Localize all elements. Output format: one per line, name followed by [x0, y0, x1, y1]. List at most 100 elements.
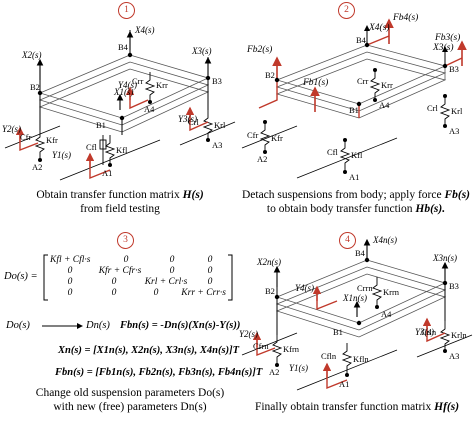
p4-x4-label: X4n(s) — [372, 235, 397, 245]
eq-f: Fbn(s) = [Fb1n(s), Fb2n(s), Fb3n(s), Fb4… — [55, 367, 263, 378]
p4-y4-label: Y4(s) — [295, 283, 314, 293]
p4-krl-label: Krln — [451, 330, 467, 340]
p2-caption-text: Detach suspensions from body; apply forc… — [241, 189, 445, 201]
m32: 0 — [111, 277, 117, 287]
matrix-row-1: Kfl + Cfl·s 0 0 0 — [50, 255, 226, 266]
step-4-badge: 4 — [339, 232, 356, 249]
panel-4-diagram: X4n(s) X3n(s) X2n(s) X1n(s) Y1(s) Y2(s) … — [239, 235, 473, 391]
p2-f3-label: Fb3(s) — [434, 32, 460, 43]
m42: 0 — [111, 288, 117, 298]
p2-krr-label: Krr — [381, 80, 393, 90]
p4-a1-label: A1 — [339, 379, 349, 389]
m33: Krl + Crl·s — [144, 277, 188, 287]
p2-b1-label: B1 — [349, 105, 359, 115]
p1-crl-label: Crl — [188, 117, 200, 127]
p1-krl-label: Krl — [214, 120, 226, 130]
p3-caption-line2: with new (free) parameters Dn(s) — [53, 401, 207, 413]
p1-cfl-label: Cfl — [86, 142, 98, 152]
p2-caption-math2: Hb(s). — [415, 203, 446, 215]
p2-f1-label: Fb1(s) — [302, 77, 328, 88]
p4-x3-label: X3n(s) — [432, 253, 457, 263]
p1-caption-math: H(s) — [182, 189, 204, 201]
p2-cfl-label: Cfl — [327, 147, 339, 157]
p2-x3-label: X3(s) — [432, 42, 454, 53]
p2-a3-label: A3 — [449, 126, 459, 136]
panel-1-caption: Obtain transfer function matrix H(s) fro… — [20, 188, 220, 216]
p4-krr-label: Krrn — [383, 287, 400, 297]
p2-caption-line2: to obtain body transfer function — [266, 203, 416, 215]
p2-kfl-label: Kfl — [351, 150, 363, 160]
matrix-row-4: 0 0 0 Krr + Crr·s — [50, 288, 226, 299]
p2-f4-label: Fb4(s) — [392, 12, 418, 23]
step-3-badge: 3 — [117, 232, 134, 249]
panel-2-diagram: Fb2(s) Fb4(s) Fb3(s) Fb1(s) X4(s) X3(s) … — [241, 12, 467, 182]
p4-crr-label: Crrn — [357, 283, 373, 293]
m41: 0 — [67, 288, 73, 298]
p2-crr-label: Crr — [357, 76, 369, 86]
p2-f2-label: Fb2(s) — [246, 44, 272, 55]
m24: 0 — [207, 266, 213, 276]
m23: 0 — [169, 266, 175, 276]
p1-a3-label: A3 — [212, 140, 222, 150]
matrix-lhs: Do(s) = — [4, 271, 38, 282]
p4-b4-label: B4 — [355, 248, 366, 258]
p2-crl-label: Crl — [427, 103, 439, 113]
p2-a1-label: A1 — [349, 172, 359, 182]
p1-x2-label: X2(s) — [21, 50, 42, 60]
p1-crr-label: Crr — [132, 76, 144, 86]
m22: Kfr + Cfr·s — [98, 266, 142, 276]
p4-a4-label: A4 — [381, 309, 392, 319]
p1-x1-label: X1(s) — [113, 87, 134, 97]
p2-b4-label: B4 — [356, 35, 367, 45]
panel-1-diagram: X4(s) X3(s) X2(s) X1(s) Y1(s) Y2(s) Y3(s… — [2, 25, 236, 181]
panel-2-caption: Detach suspensions from body; apply forc… — [240, 188, 472, 216]
p4-cfl-label: Cfln — [321, 351, 337, 361]
p1-y2-label: Y2(s) — [2, 124, 21, 134]
m21: 0 — [67, 266, 73, 276]
p4-x2-label: X2n(s) — [256, 257, 281, 267]
p4-y3-label: Y3(s) — [415, 327, 434, 337]
p1-a1-label: A1 — [102, 168, 112, 178]
p2-b3-label: B3 — [449, 64, 459, 74]
p3-caption-line1: Change old suspension parameters Do(s) — [35, 387, 225, 399]
step-2-badge: 2 — [338, 2, 355, 19]
p2-a4-label: A4 — [379, 100, 390, 110]
m43: 0 — [153, 288, 159, 298]
p4-kfl-label: Kfln — [353, 354, 369, 364]
p4-b1-label: B1 — [333, 327, 343, 337]
p4-y1-label: Y1(s) — [289, 363, 308, 373]
p2-a2-label: A2 — [257, 154, 267, 164]
p4-kfr-label: Kfrn — [283, 344, 300, 354]
panel-3-caption: Change old suspension parameters Do(s) w… — [20, 386, 240, 414]
p1-krr-label: Krr — [156, 80, 168, 90]
eq-x: Xn(s) = [X1n(s), X2n(s), X3n(s), X4n(s)]… — [58, 345, 240, 356]
p4-caption-text: Finally obtain transfer function matrix — [254, 401, 435, 413]
matrix-row-2: 0 Kfr + Cfr·s 0 0 — [50, 266, 226, 277]
p4-a2-label: A2 — [269, 367, 279, 377]
p1-b1-label: B1 — [96, 120, 106, 130]
p1-kfl-label: Kfl — [116, 145, 128, 155]
panel-4-caption: Finally obtain transfer function matrix … — [244, 400, 470, 414]
p4-crl-label: Crln — [421, 327, 437, 337]
p1-cfr-label: Cfr — [20, 132, 32, 142]
p1-caption-line2: from field testing — [80, 203, 160, 215]
p4-cfr-label: Cfrn — [253, 341, 269, 351]
p1-a2-label: A2 — [32, 162, 42, 172]
panel-3-math — [42, 254, 233, 329]
p1-x3-label: X3(s) — [191, 46, 212, 56]
p1-b3-label: B3 — [212, 76, 222, 86]
m34: 0 — [207, 277, 213, 287]
p1-y3-label: Y3(s) — [178, 114, 197, 124]
p2-x4-label: X4(s) — [368, 22, 390, 33]
p2-krl-label: Krl — [451, 106, 463, 116]
p1-a4-label: A4 — [144, 104, 155, 114]
p1-kfr-label: Kfr — [46, 135, 58, 145]
p1-b4-label: B4 — [118, 42, 129, 52]
p4-b3-label: B3 — [449, 281, 459, 291]
p2-cfr-label: Cfr — [247, 130, 259, 140]
p2-b2-label: B2 — [265, 70, 275, 80]
m44: Krr + Crr·s — [181, 288, 226, 298]
p1-y1-label: Y1(s) — [52, 150, 71, 160]
step-1-badge: 1 — [118, 2, 135, 19]
